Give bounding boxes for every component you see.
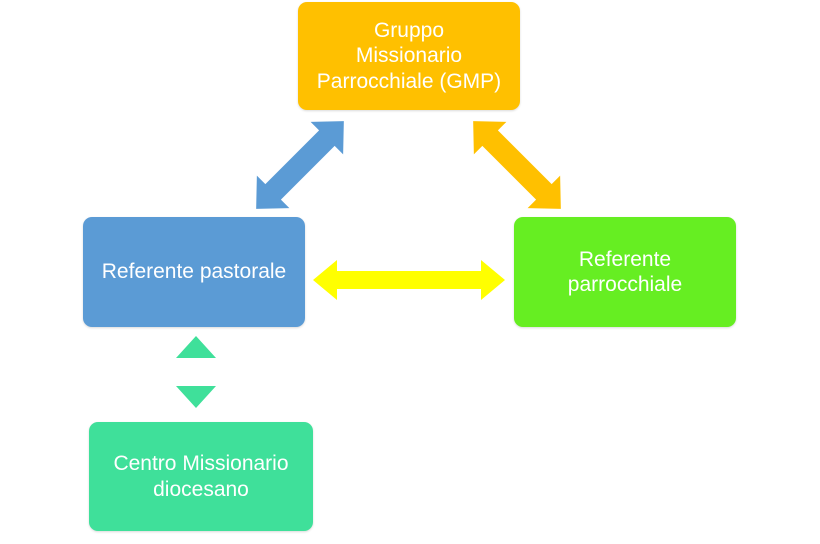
arrow-pastorale-parrocchiale	[313, 260, 505, 300]
node-referente-parrocchiale: Referente parrocchiale	[514, 217, 736, 327]
node-referente-parrocchiale-label: Referente parrocchiale	[567, 247, 683, 296]
arrow-pastorale-centro	[176, 336, 216, 408]
node-centro-missionario: Centro Missionario diocesano	[89, 422, 313, 531]
node-referente-pastorale-label: Referente pastorale	[101, 260, 287, 284]
arrow-parrocchiale-gmp	[473, 121, 561, 209]
node-referente-pastorale: Referente pastorale	[83, 217, 305, 327]
node-gruppo-missionario-label: Gruppo Missionario Parrocchiale (GMP)	[316, 19, 502, 93]
arrow-pastorale-gmp	[256, 121, 344, 209]
node-centro-missionario-label: Centro Missionario diocesano	[113, 452, 289, 501]
node-gruppo-missionario: Gruppo Missionario Parrocchiale (GMP)	[298, 2, 520, 110]
